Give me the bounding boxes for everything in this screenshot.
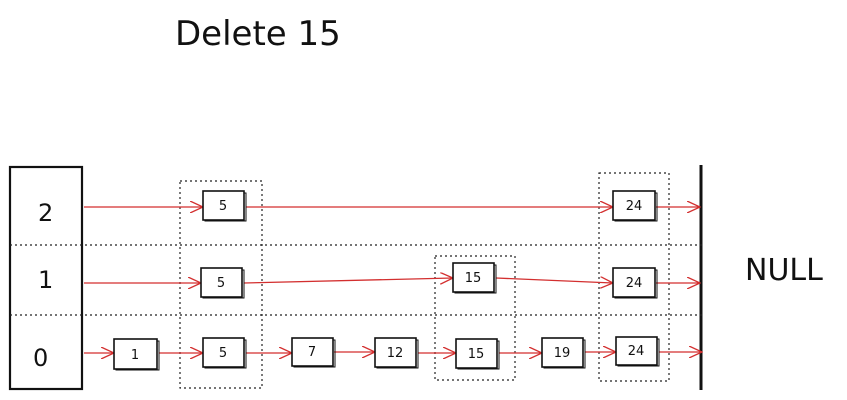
node-l0-5: 5 <box>202 337 247 369</box>
head-node-box <box>8 165 84 391</box>
node-l0-12-label: 12 <box>387 346 404 361</box>
level-label-0: 0 <box>33 344 48 372</box>
node-l2-5-label: 5 <box>219 199 227 214</box>
tower-frame-24 <box>598 172 670 382</box>
node-l0-24-label: 24 <box>628 344 645 359</box>
node-l0-19: 19 <box>541 337 586 369</box>
tower-frame-5 <box>179 180 263 389</box>
node-l1-5-label: 5 <box>217 276 225 291</box>
node-l1-24-label: 24 <box>626 276 643 291</box>
node-l2-5: 5 <box>202 190 247 222</box>
arrow-l1-15-to-24 <box>495 278 613 283</box>
node-l0-7: 7 <box>291 337 336 368</box>
node-l1-24: 24 <box>612 267 658 299</box>
node-l2-24-label: 24 <box>626 199 643 214</box>
node-l0-19-label: 19 <box>554 346 571 361</box>
arrow-l1-5-to-15 <box>243 278 453 283</box>
level-label-1: 1 <box>38 266 53 294</box>
node-l2-24: 24 <box>612 190 658 222</box>
node-l1-15: 15 <box>452 262 497 294</box>
node-l0-15: 15 <box>455 338 500 370</box>
node-l0-1-label: 1 <box>131 348 139 363</box>
node-l0-5-label: 5 <box>219 346 227 361</box>
tower-frame-15 <box>434 255 516 381</box>
node-l0-7-label: 7 <box>308 345 316 360</box>
node-l0-24: 24 <box>615 336 660 367</box>
null-label: NULL <box>745 253 823 288</box>
node-l1-5: 5 <box>200 267 245 299</box>
node-l1-15-label: 15 <box>465 271 482 286</box>
node-l0-15-label: 15 <box>468 347 485 362</box>
node-l0-1: 1 <box>113 338 160 371</box>
diagram-title: Delete 15 <box>175 14 341 54</box>
level-label-2: 2 <box>38 199 53 227</box>
node-l0-12: 12 <box>374 337 419 369</box>
